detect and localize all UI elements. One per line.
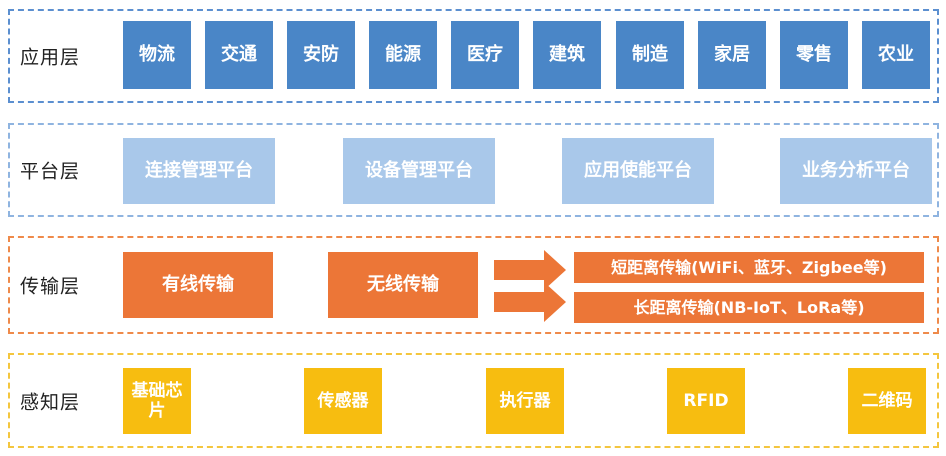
- perception-item-chips: 基础芯片: [123, 368, 191, 434]
- long-range-transmission-box: 长距离传输(NB-IoT、LoRa等): [574, 292, 924, 323]
- application-layer-label: 应用层: [20, 46, 81, 69]
- app-item-security: 安防: [287, 21, 355, 89]
- app-item-retail: 零售: [780, 21, 848, 89]
- arrow-to-long-range: [494, 282, 566, 322]
- app-item-home: 家居: [698, 21, 766, 89]
- app-item-energy: 能源: [369, 21, 437, 89]
- platform-item-application-enablement: 应用使能平台: [562, 138, 714, 204]
- app-item-agriculture: 农业: [862, 21, 930, 89]
- app-item-logistics: 物流: [123, 21, 191, 89]
- app-item-transportation: 交通: [205, 21, 273, 89]
- app-item-medical: 医疗: [451, 21, 519, 89]
- perception-item-actuators: 执行器: [486, 368, 564, 434]
- platform-item-connection-management: 连接管理平台: [123, 138, 275, 204]
- perception-layer-label: 感知层: [20, 391, 81, 413]
- app-item-manufacturing: 制造: [616, 21, 684, 89]
- arrow-to-short-range: [494, 250, 566, 290]
- perception-item-qr-code: 二维码: [848, 368, 926, 434]
- transport-layer: 传输层 有线传输 无线传输 短距离传输(WiFi、蓝牙、Zigbee等) 长距离…: [8, 236, 939, 334]
- platform-item-device-management: 设备管理平台: [343, 138, 495, 204]
- perception-layer: 感知层 基础芯片 传感器 执行器 RFID 二维码: [8, 353, 939, 448]
- platform-layer-label: 平台层: [20, 160, 81, 183]
- app-item-construction: 建筑: [533, 21, 601, 89]
- application-layer: 应用层 物流 交通 安防 能源 医疗 建筑 制造 家居 零售 农业: [8, 9, 939, 103]
- short-range-transmission-box: 短距离传输(WiFi、蓝牙、Zigbee等): [574, 252, 924, 283]
- wired-transmission-box: 有线传输: [123, 252, 273, 318]
- perception-item-rfid: RFID: [667, 368, 745, 434]
- platform-item-business-analytics: 业务分析平台: [780, 138, 932, 204]
- branch-arrows: [494, 250, 566, 322]
- wireless-transmission-box: 无线传输: [328, 252, 478, 318]
- platform-layer: 平台层 连接管理平台 设备管理平台 应用使能平台 业务分析平台: [8, 123, 939, 217]
- transport-layer-label: 传输层: [20, 275, 81, 298]
- perception-item-sensors: 传感器: [304, 368, 382, 434]
